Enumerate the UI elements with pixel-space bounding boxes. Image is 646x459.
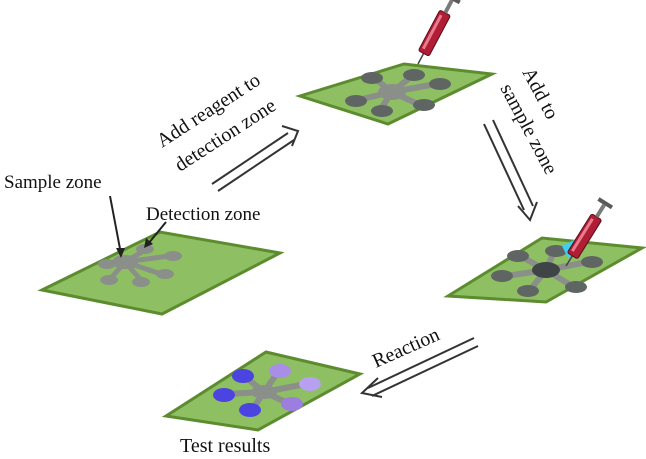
chip-initial bbox=[37, 230, 285, 316]
pointer-head bbox=[116, 248, 125, 258]
microfluidic-pattern bbox=[345, 69, 451, 117]
double-arrow-icon bbox=[483, 119, 538, 222]
detection-zone bbox=[98, 259, 116, 269]
syringe-icon bbox=[417, 0, 461, 65]
detection-zone bbox=[100, 275, 118, 285]
sample-zone-filled bbox=[532, 262, 560, 278]
syringe-icon bbox=[565, 197, 614, 267]
pointer-head bbox=[144, 238, 153, 248]
chip-reagent bbox=[294, 62, 498, 126]
test-results-label: Test results bbox=[180, 435, 270, 457]
double-arrow-icon bbox=[359, 337, 479, 398]
detection-zone bbox=[132, 277, 150, 287]
double-arrow-icon bbox=[211, 125, 300, 192]
detection-zone bbox=[361, 72, 383, 84]
detection-zone bbox=[371, 105, 393, 117]
reaction-label: Reaction bbox=[369, 324, 443, 373]
detection-zone bbox=[403, 69, 425, 81]
detection-zone bbox=[136, 244, 154, 254]
result-zone bbox=[239, 403, 261, 417]
sample-zone-label: Sample zone bbox=[4, 172, 102, 193]
chip-sample bbox=[443, 236, 646, 304]
detection-zone bbox=[345, 95, 367, 107]
detection-zone-pointer bbox=[147, 221, 167, 245]
detection-zone bbox=[413, 99, 435, 111]
chip-results bbox=[161, 350, 365, 432]
detection-zone bbox=[156, 269, 174, 279]
result-zone bbox=[299, 377, 321, 391]
result-zone bbox=[269, 364, 291, 378]
detection-zone bbox=[429, 78, 451, 90]
microfluidic-pattern bbox=[98, 244, 182, 287]
sample-zone bbox=[112, 255, 138, 269]
result-zone bbox=[213, 388, 235, 402]
result-zone bbox=[232, 369, 254, 383]
result-zone bbox=[281, 397, 303, 411]
microfluidic-pattern bbox=[491, 245, 603, 297]
microfluidic-pattern bbox=[213, 364, 321, 417]
detection-zone bbox=[164, 251, 182, 261]
detection-zone-label: Detection zone bbox=[146, 204, 260, 225]
sample-zone-pointer bbox=[109, 195, 122, 255]
